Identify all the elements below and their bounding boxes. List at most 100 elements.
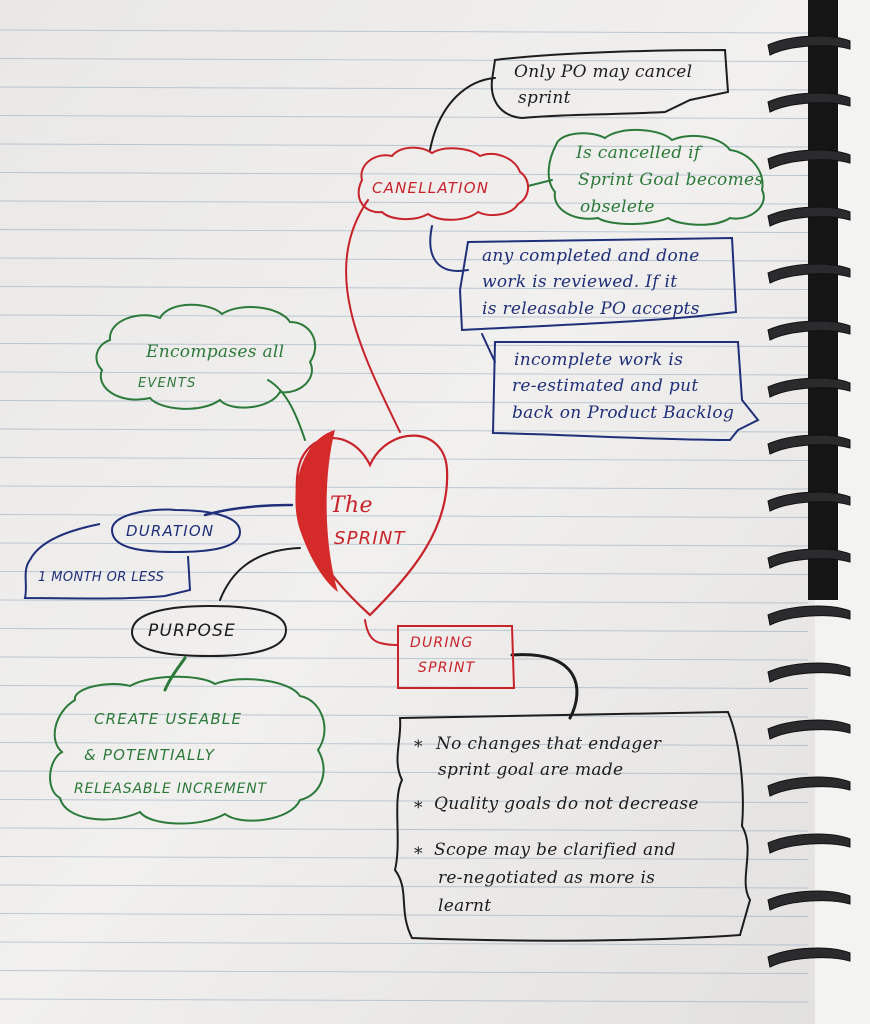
spiral-ring xyxy=(767,890,851,911)
ruled-line xyxy=(0,884,809,889)
ruled-line xyxy=(0,970,809,974)
connector-cancellation-reviewed xyxy=(429,225,469,272)
spiral-ring xyxy=(767,206,851,227)
ruled-line xyxy=(0,542,809,547)
ruled-line xyxy=(0,770,809,775)
ruled-line xyxy=(0,457,809,461)
cancellation-heading: CANELLATION xyxy=(372,179,490,197)
spiral-ring xyxy=(767,776,851,797)
bullet-1-line2: sprint goal are made xyxy=(438,760,624,780)
connector-cancellation-obsolete xyxy=(527,179,553,187)
obsolete-line2: Sprint Goal becomes xyxy=(578,170,764,190)
ruled-line xyxy=(0,115,809,119)
ruled-line xyxy=(0,400,809,404)
ruled-line xyxy=(0,286,809,290)
connector-reviewed-reestimated xyxy=(481,333,496,363)
during-sprint-box xyxy=(397,625,516,689)
connector-heart-cancellation xyxy=(345,199,401,433)
obsolete-line3: obselete xyxy=(580,197,655,217)
duration-bubble xyxy=(110,508,242,554)
encompasses-line2: EVENTS xyxy=(138,376,197,391)
ruled-line xyxy=(0,143,809,148)
cancellation-bubble xyxy=(357,146,529,221)
ruled-lines xyxy=(0,29,809,1003)
po-cancel-line2: sprint xyxy=(518,88,571,108)
ruled-line xyxy=(0,514,809,518)
bullet-3-line3: learnt xyxy=(438,896,492,916)
connector-heart-purpose xyxy=(219,547,301,601)
encompasses-line1: Encompases all xyxy=(146,342,285,362)
binding-strip xyxy=(808,0,838,600)
spiral-ring xyxy=(767,263,851,284)
spiral-binding xyxy=(767,35,851,968)
ruled-line xyxy=(0,713,809,718)
spiral-ring xyxy=(767,662,851,683)
reestimated-box xyxy=(491,341,760,442)
duration-cloud xyxy=(23,523,192,600)
bullet-3-line1: Scope may be clarified and xyxy=(434,840,676,860)
reviewed-line2: work is reviewed. If it xyxy=(482,272,678,292)
bullet-2-line1: Quality goals do not decrease xyxy=(434,794,699,814)
duration-heading: DURATION xyxy=(126,522,215,540)
during-sprint-line1: DURING xyxy=(410,635,474,651)
reviewed-line3: is releasable PO accepts xyxy=(482,299,700,319)
obsolete-line1: Is cancelled if xyxy=(576,143,701,163)
ruled-line xyxy=(0,827,809,832)
ruled-line xyxy=(0,58,809,62)
ruled-line xyxy=(0,656,809,661)
purpose-bubble xyxy=(130,604,288,658)
encompasses-bubble xyxy=(95,303,317,410)
purpose-line2: & POTENTIALLY xyxy=(84,746,216,764)
spiral-ring xyxy=(767,947,851,968)
ruled-line xyxy=(0,998,809,1003)
bullets-box xyxy=(393,710,752,942)
spiral-ring xyxy=(767,605,851,626)
sprint-title-line2: SPRINT xyxy=(334,528,406,549)
ruled-line xyxy=(0,371,809,376)
during-sprint-line2: SPRINT xyxy=(418,660,476,676)
ruled-line xyxy=(0,599,809,604)
bullet-1-marker: * xyxy=(414,737,423,757)
bullet-3-marker: * xyxy=(414,844,423,864)
ruled-line xyxy=(0,856,809,860)
reviewed-line1: any completed and done xyxy=(482,246,700,266)
spiral-ring xyxy=(767,833,851,854)
ruled-line xyxy=(0,628,809,632)
ruled-line xyxy=(0,257,809,262)
reviewed-box xyxy=(458,236,738,332)
purpose-line1: CREATE USEABLE xyxy=(94,710,243,728)
connector-purpose-create xyxy=(163,656,187,692)
ruled-line xyxy=(0,428,809,433)
ruled-line xyxy=(0,485,809,490)
spiral-ring xyxy=(767,320,851,341)
heart-shading xyxy=(295,430,338,592)
ruled-line xyxy=(0,200,809,205)
spiral-ring xyxy=(767,719,851,740)
reestimated-line2: re-estimated and put xyxy=(512,376,699,396)
ruled-line xyxy=(0,229,809,233)
spiral-ring xyxy=(767,149,851,170)
purpose-heading: PURPOSE xyxy=(148,621,237,641)
spiral-ring xyxy=(767,377,851,398)
spiral-ring xyxy=(767,434,851,455)
bullet-2-marker: * xyxy=(414,798,423,818)
ruled-line xyxy=(0,913,809,917)
ruled-line xyxy=(0,799,809,803)
spiral-ring xyxy=(767,548,851,569)
ruled-line xyxy=(0,29,809,34)
ruled-line xyxy=(0,343,809,347)
ruled-line xyxy=(0,742,809,746)
create-bubble xyxy=(49,675,326,825)
reestimated-line3: back on Product Backlog xyxy=(512,403,735,423)
ruled-line xyxy=(0,571,809,575)
bullet-3-line2: re-negotiated as more is xyxy=(438,868,656,888)
ruled-line xyxy=(0,86,809,91)
obsolete-bubble xyxy=(547,128,765,226)
spiral-ring xyxy=(767,491,851,512)
ruled-line xyxy=(0,172,809,176)
connector-cancellation-po xyxy=(429,77,496,151)
duration-value: 1 MONTH OR LESS xyxy=(38,570,165,585)
po-cancel-line1: Only PO may cancel xyxy=(514,62,693,82)
